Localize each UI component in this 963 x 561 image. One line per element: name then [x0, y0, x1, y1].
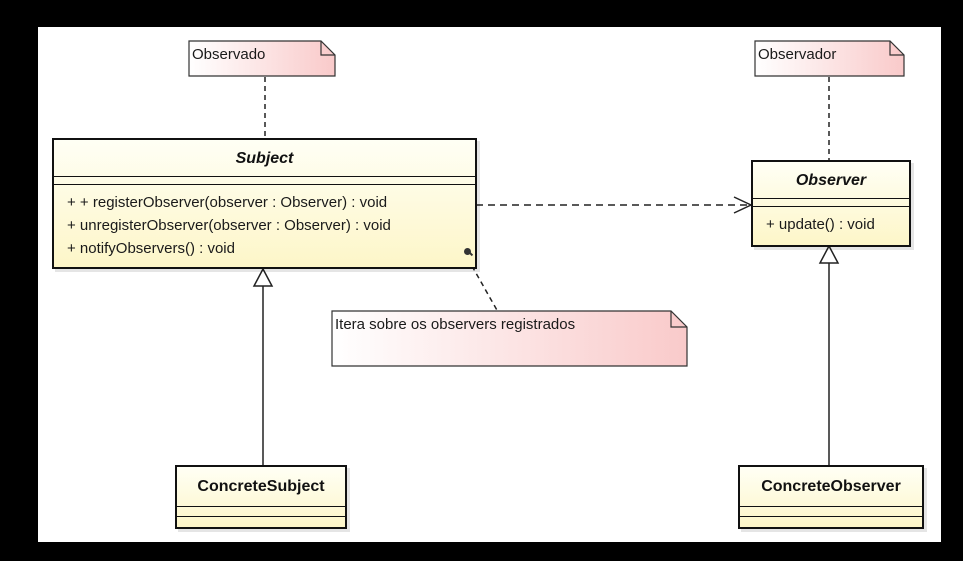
subject-operation: + + registerObserver(observer : Observer…	[67, 194, 388, 211]
subject-attributes	[54, 177, 475, 185]
key-icon	[464, 248, 471, 255]
subject-operation: + unregisterObserver(observer : Observer…	[67, 217, 391, 234]
iteration-note-text: Itera sobre os observers registrados	[335, 316, 576, 333]
observador-note: Observador	[754, 40, 905, 77]
observer-class[interactable]: Observer + update() : void	[751, 160, 911, 247]
diagram-canvas	[38, 27, 941, 542]
subject-operations: + + registerObserver(observer : Observer…	[54, 185, 475, 260]
concrete-subject-class[interactable]: ConcreteSubject	[175, 465, 347, 529]
iteration-note: Itera sobre os observers registrados	[331, 310, 688, 367]
observado-note-text: Observado	[192, 46, 266, 63]
concrete-observer-attributes	[740, 507, 922, 517]
concrete-observer-class[interactable]: ConcreteObserver	[738, 465, 924, 529]
iteration-note-link	[471, 265, 499, 313]
observado-note: Observado	[188, 40, 336, 77]
concrete-observer-class-name: ConcreteObserver	[740, 467, 922, 507]
observer-generalization-triangle	[818, 244, 840, 264]
observer-class-name: Observer	[753, 162, 909, 199]
observador-note-text: Observador	[758, 46, 837, 63]
observer-operations: + update() : void	[753, 207, 909, 236]
subject-class-name: Subject	[54, 140, 475, 177]
subject-generalization-triangle	[252, 267, 274, 287]
observer-attributes	[753, 199, 909, 207]
observer-operation: + update() : void	[766, 216, 875, 233]
concrete-subject-class-name: ConcreteSubject	[177, 467, 345, 507]
subject-class[interactable]: Subject + + registerObserver(observer : …	[52, 138, 477, 269]
subject-operation: + notifyObservers() : void	[67, 240, 235, 257]
concrete-subject-attributes	[177, 507, 345, 517]
